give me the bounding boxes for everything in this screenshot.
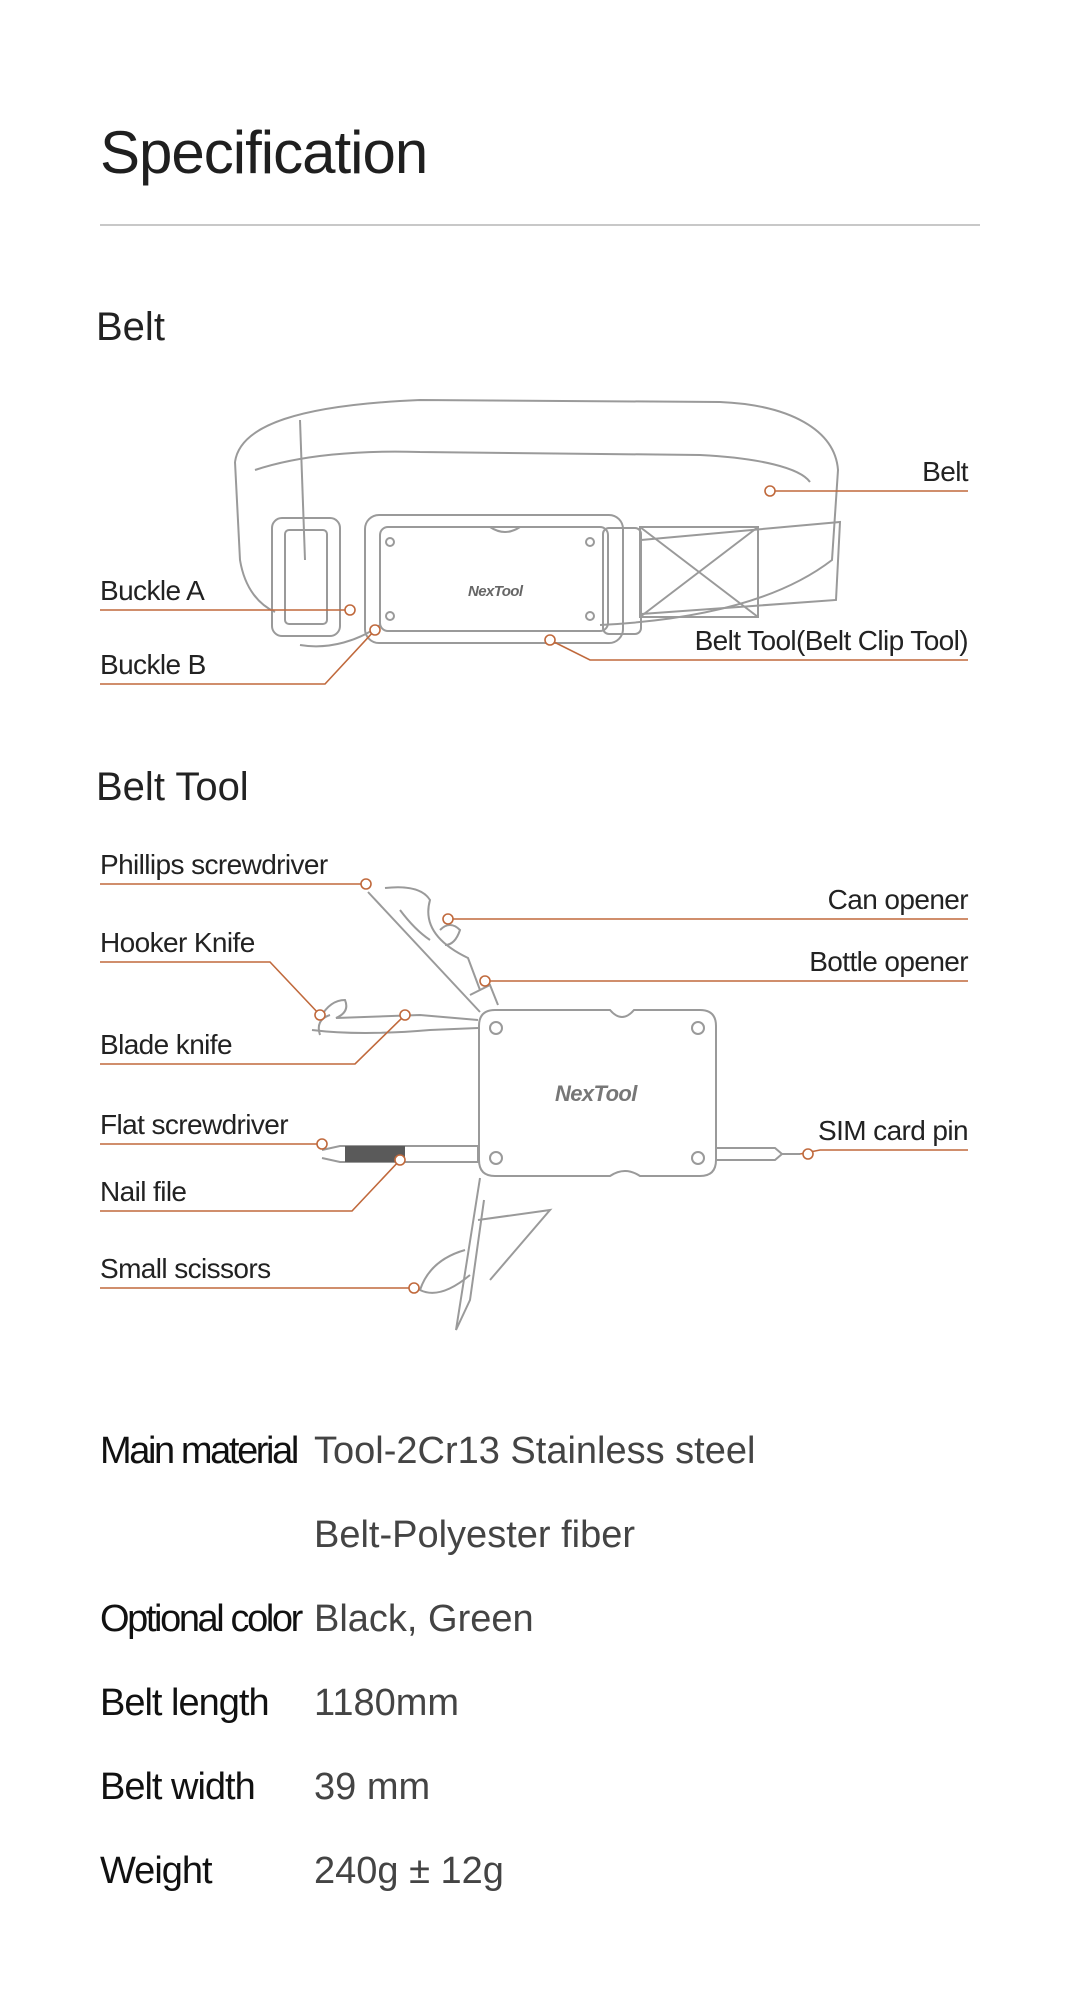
spec-label: Belt width	[100, 1766, 256, 1808]
belt-illustration	[234, 398, 842, 648]
label-bottle-opener: Bottle opener	[809, 946, 968, 977]
spec-value: 39 mm	[314, 1766, 431, 1808]
label-buckle-b: Buckle B	[100, 649, 206, 680]
tool-section-title: Belt Tool	[96, 765, 249, 809]
spec-label: Belt length	[100, 1682, 270, 1724]
belt-section-title: Belt	[96, 305, 165, 349]
label-small-scissors: Small scissors	[100, 1253, 271, 1284]
page-title: Specification	[100, 119, 428, 186]
label-can-opener: Can opener	[828, 884, 969, 915]
spec-label: Main material	[100, 1430, 299, 1472]
belt-diagram: NexTool Belt Buckle A Buckle B Belt Tool…	[100, 398, 969, 685]
tool-leaders	[100, 883, 968, 1289]
label-belt: Belt	[922, 456, 969, 487]
belt-tool-logo: NexTool	[468, 583, 524, 600]
belt-leader-dots	[344, 485, 776, 646]
belt-leaders	[100, 490, 968, 685]
spec-label: Optional color	[100, 1598, 303, 1640]
spec-value: 1180mm	[314, 1682, 460, 1724]
title-divider	[100, 224, 980, 226]
label-phillips-screwdriver: Phillips screwdriver	[100, 849, 328, 880]
spec-label: Weight	[100, 1850, 213, 1892]
tool-logo: NexTool	[555, 1081, 638, 1106]
label-buckle-a: Buckle A	[100, 575, 205, 606]
spec-value: Belt-Polyester fiber	[314, 1514, 636, 1556]
tool-leader-dots	[314, 878, 814, 1294]
label-hooker-knife: Hooker Knife	[100, 927, 255, 958]
label-flat-screwdriver: Flat screwdriver	[100, 1109, 288, 1140]
spec-value: Tool-2Cr13 Stainless steel	[314, 1430, 756, 1472]
label-belt-tool: Belt Tool(Belt Clip Tool)	[695, 625, 968, 656]
spec-value: Black, Green	[314, 1598, 534, 1640]
tool-illustration	[311, 886, 800, 1331]
label-sim-card-pin: SIM card pin	[818, 1115, 968, 1146]
belt-tool-diagram: NexTool Phillips screwdriver Hooker Knif…	[100, 849, 969, 1331]
label-nail-file: Nail file	[100, 1176, 186, 1207]
label-blade-knife: Blade knife	[100, 1029, 232, 1060]
spec-value: 240g ± 12g	[314, 1850, 504, 1892]
